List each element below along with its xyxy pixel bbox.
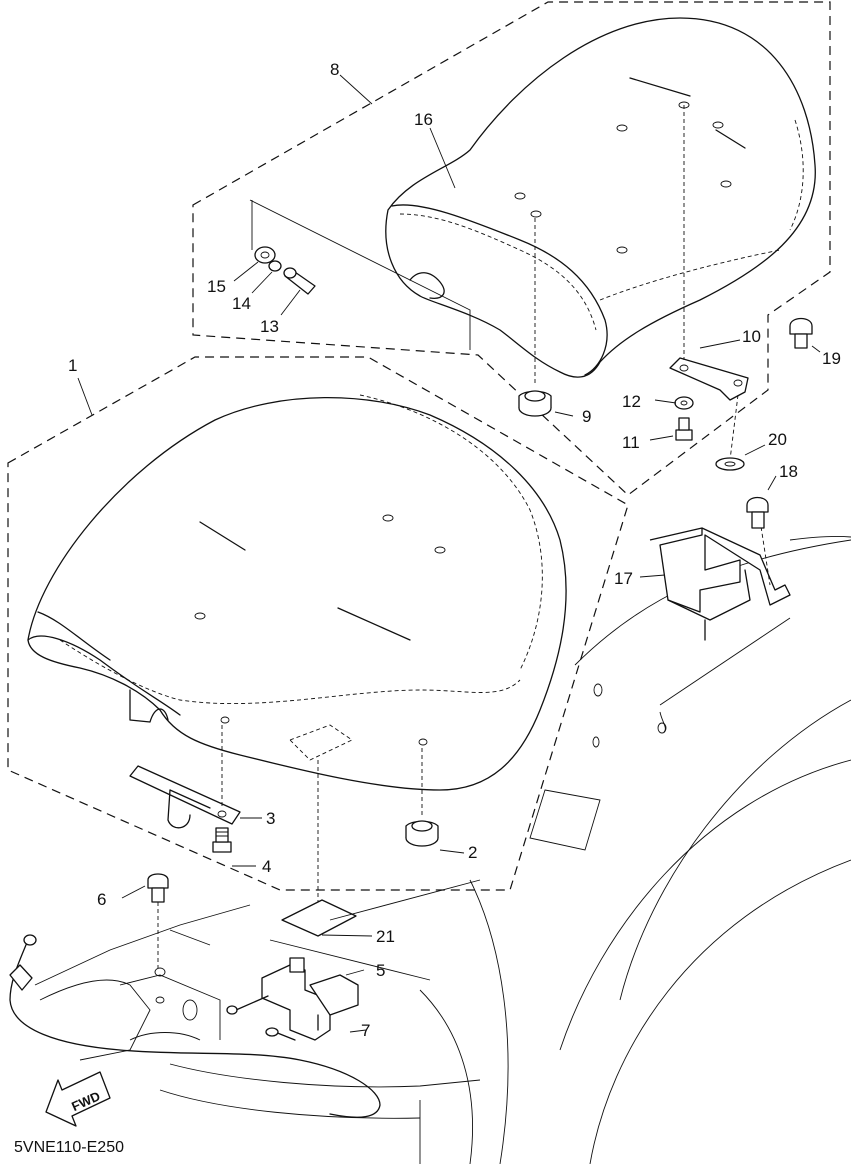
- washer-14: [268, 260, 282, 272]
- front-seat: [27, 394, 567, 791]
- callout-2: 2: [468, 843, 477, 862]
- callout-16: 16: [414, 110, 433, 129]
- callout-18: 18: [779, 462, 798, 481]
- frame-outline: [419, 536, 851, 1164]
- leader-lines: [77, 74, 821, 1033]
- callout-20: 20: [768, 430, 787, 449]
- callout-19: 19: [822, 349, 841, 368]
- callout-6: 6: [97, 890, 106, 909]
- washer-12: [674, 396, 694, 410]
- seat-lock-cable-7: [9, 934, 381, 1118]
- bracket-10: [669, 105, 749, 461]
- bracket-17: [649, 519, 791, 641]
- callout-3: 3: [266, 809, 275, 828]
- washer-20: [715, 457, 745, 471]
- callout-13: 13: [260, 317, 279, 336]
- damper-9: [518, 218, 552, 417]
- group-box-8: [192, 1, 831, 496]
- frame-rail: [34, 879, 481, 1164]
- group-box-1: [7, 356, 629, 891]
- callout-11: 11: [622, 433, 640, 452]
- callout-7: 7: [361, 1021, 370, 1040]
- callout-14: 14: [232, 294, 251, 313]
- bracket-3: [129, 725, 241, 829]
- callout-5: 5: [376, 961, 385, 980]
- forward-arrow-icon: FWD: [45, 1071, 111, 1127]
- callout-10: 10: [742, 327, 761, 346]
- callout-15: 15: [207, 277, 226, 296]
- callout-12: 12: [622, 392, 641, 411]
- callout-9: 9: [582, 407, 591, 426]
- bolt-18: [746, 496, 769, 529]
- bolt-11: [675, 417, 693, 441]
- rear-seat: [249, 17, 816, 378]
- bolt-13: [283, 267, 316, 295]
- bolt-19: [789, 317, 813, 349]
- seat-lock-5: [226, 957, 359, 1041]
- callout-17: 17: [614, 569, 633, 588]
- damper-2: [405, 748, 439, 847]
- callout-4: 4: [262, 857, 271, 876]
- bolt-6: [147, 873, 169, 968]
- label-21: [281, 760, 357, 937]
- washer-15: [254, 246, 276, 264]
- callout-1: 1: [68, 356, 77, 375]
- callout-8: 8: [330, 60, 339, 79]
- callout-21: 21: [376, 927, 395, 946]
- bolt-4: [212, 827, 232, 853]
- drawing-code: 5VNE110-E250: [14, 1139, 124, 1156]
